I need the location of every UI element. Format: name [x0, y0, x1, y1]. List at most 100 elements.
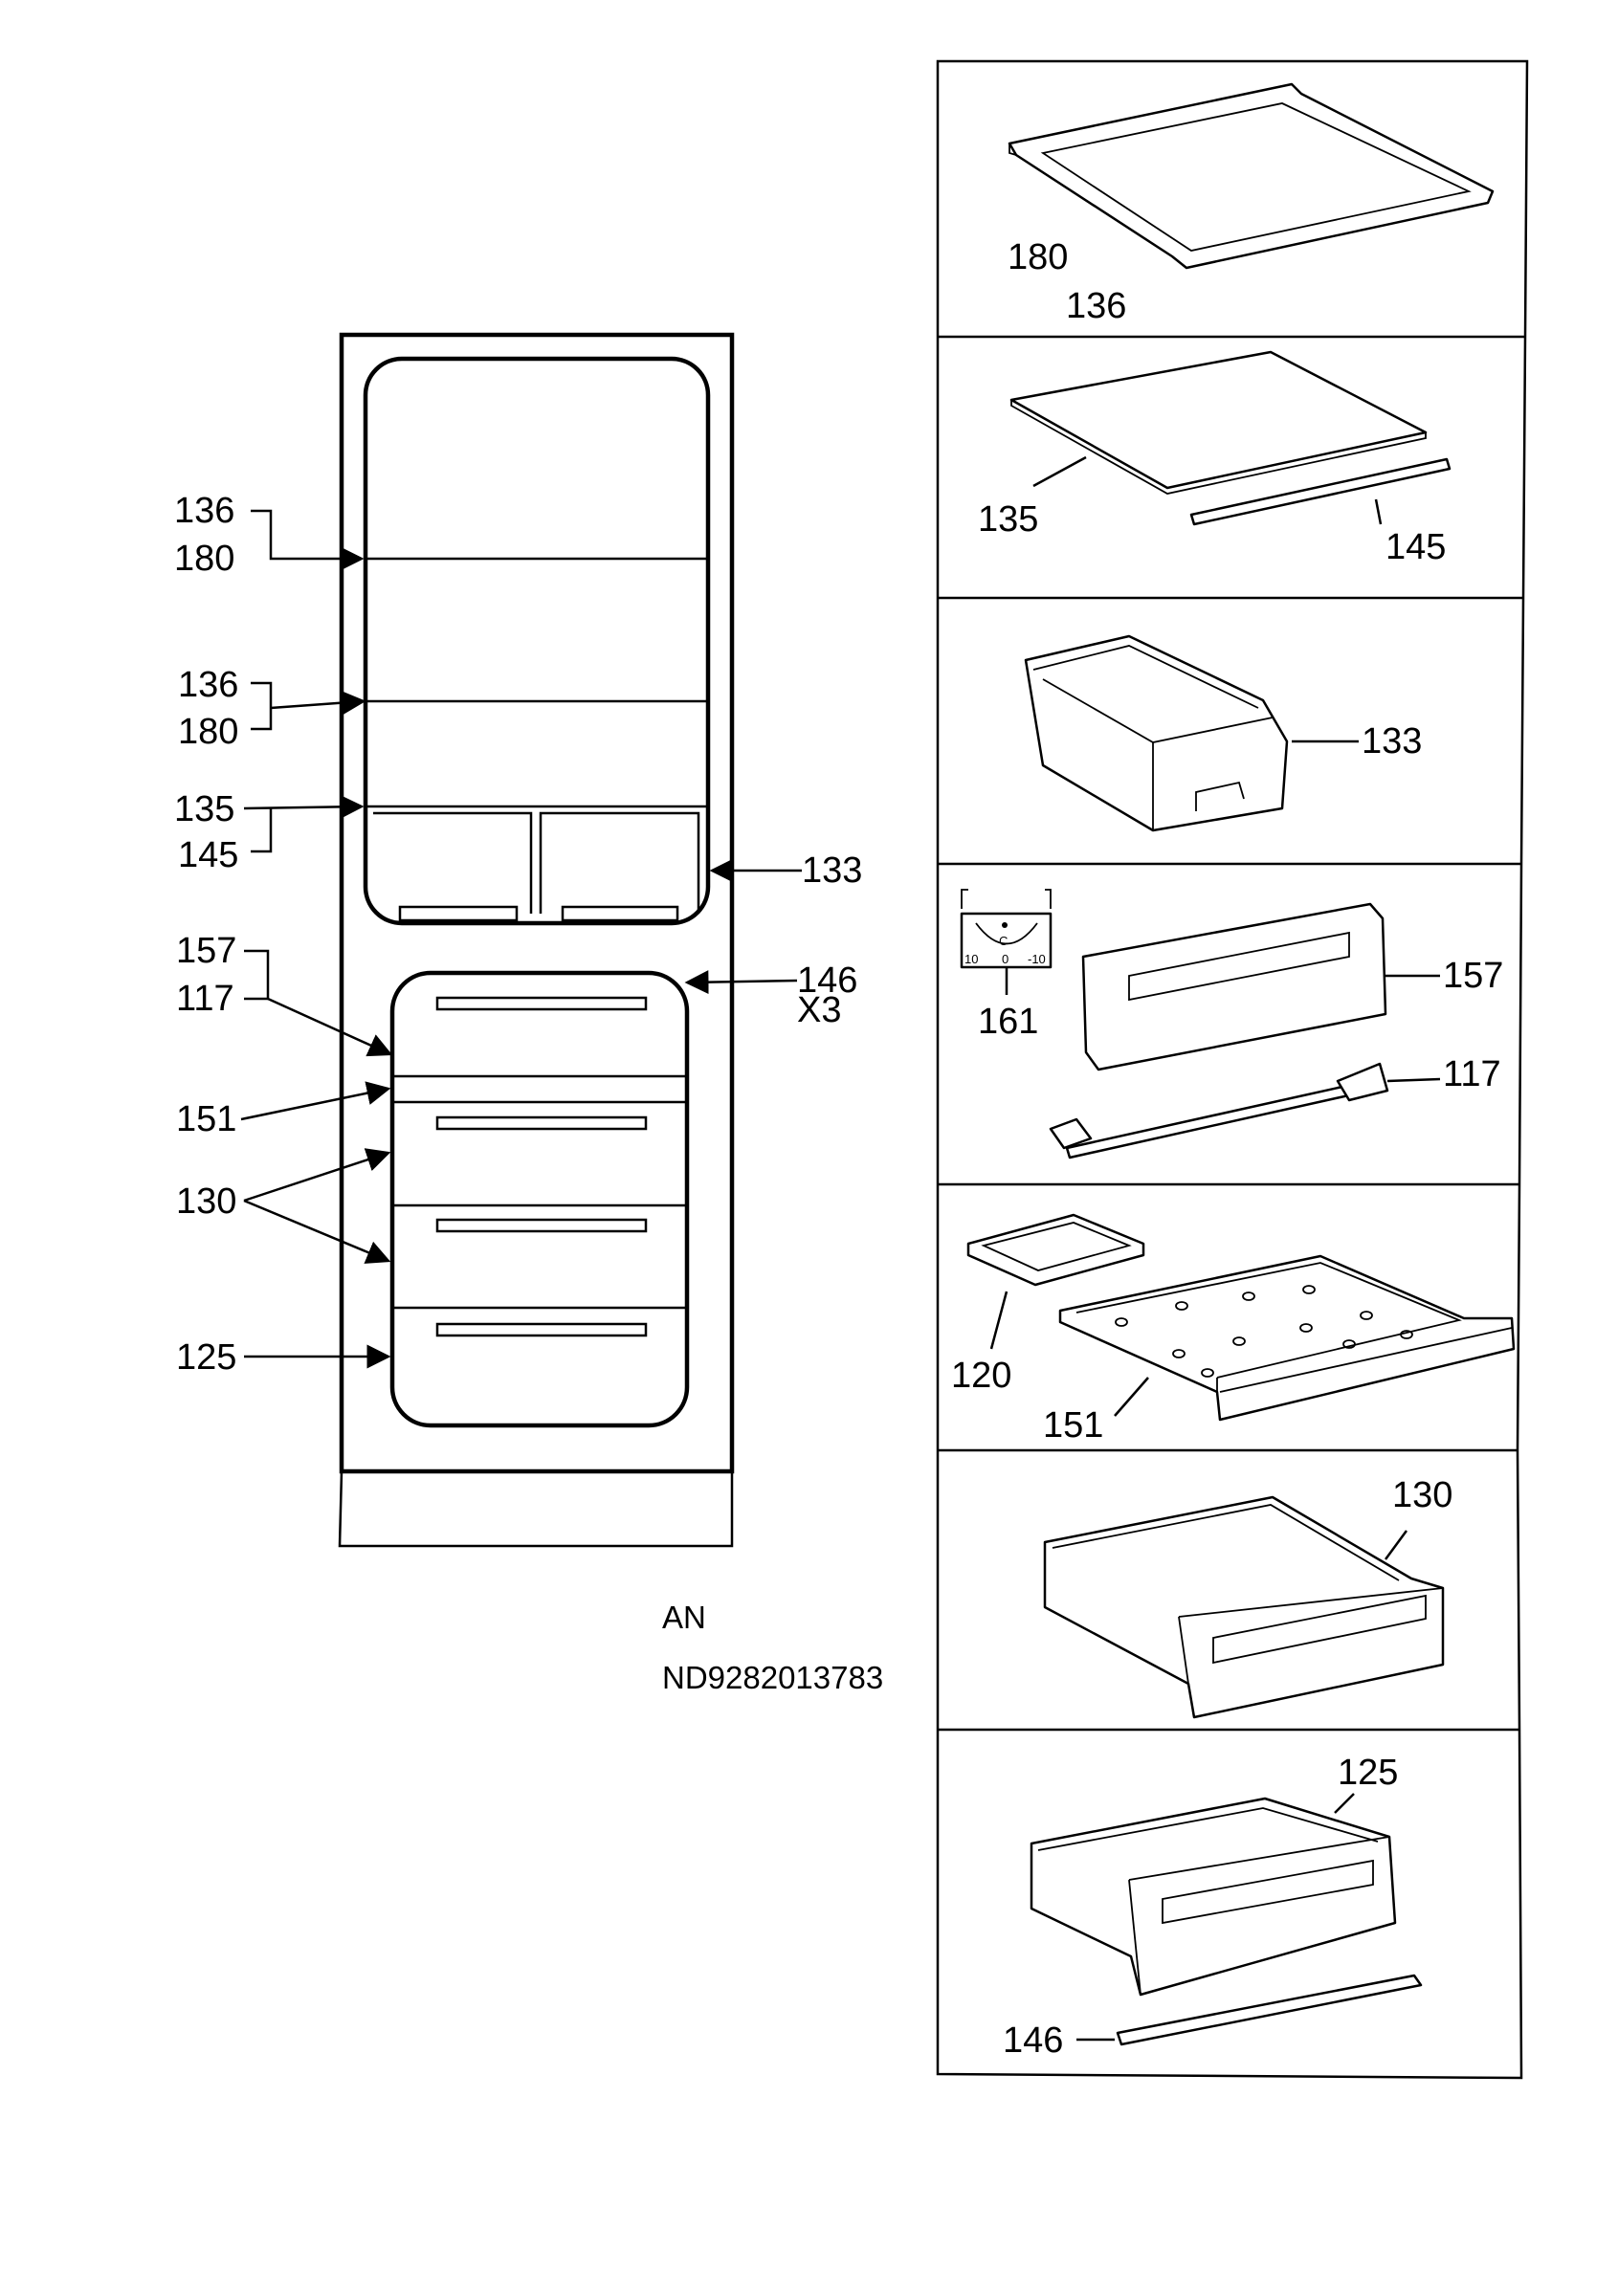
- variant-code: AN: [662, 1600, 706, 1635]
- tray-peg: [1299, 1323, 1313, 1333]
- ice-tray-cells: [981, 1222, 1132, 1271]
- leader-125: [1334, 1793, 1355, 1814]
- label-151: 151: [1043, 1405, 1103, 1446]
- crisper-notch: [1195, 781, 1245, 811]
- label-130: 130: [176, 1181, 236, 1222]
- leader-151: [1114, 1377, 1149, 1417]
- panel-drawer-125: 125 146: [1003, 1753, 1423, 2061]
- drawer-125-part: [1030, 1797, 1397, 1997]
- ice-tray-part: [966, 1213, 1145, 1287]
- drawer-125-handle: [1162, 1859, 1374, 1925]
- label-136: 136: [174, 491, 234, 531]
- fridge-overview: 136 180 136 180 135 145 133 157 117 146 …: [174, 332, 862, 1548]
- crisper-rim: [1032, 645, 1259, 709]
- dial-label-c: C: [999, 934, 1008, 948]
- glass-shelf-edge: [1010, 400, 1427, 495]
- dial-label-minus10: -10: [1028, 952, 1046, 966]
- crisper-handle-left: [398, 905, 519, 922]
- panel-drawer-130: 130: [1043, 1475, 1452, 1719]
- bracket-145: [251, 808, 273, 853]
- freezer-handle-2: [435, 1115, 648, 1131]
- crisper-drawers: [373, 811, 700, 914]
- shelf-frame-part: [1008, 82, 1495, 270]
- tray-peg: [1115, 1317, 1128, 1327]
- drawer-130-front-top: [1178, 1587, 1444, 1618]
- label-130: 130: [1392, 1475, 1452, 1515]
- tray-front-lip: [1216, 1327, 1513, 1393]
- fridge-compartment: [363, 356, 711, 926]
- freezer-handle-4: [435, 1322, 648, 1337]
- leader-130-b: [243, 1199, 391, 1264]
- label-180: 180: [174, 539, 234, 579]
- flap-handle-recess: [1128, 931, 1350, 1002]
- label-145: 145: [1385, 527, 1446, 567]
- dial-arc: [975, 922, 1038, 945]
- label-145: 145: [178, 835, 238, 875]
- shelf-trim-part: [1189, 457, 1452, 526]
- bracket-left: [961, 889, 968, 909]
- tray-part: [1058, 1254, 1516, 1422]
- label-180: 180: [178, 712, 238, 752]
- tray-peg: [1360, 1311, 1373, 1320]
- label-136: 136: [178, 665, 238, 705]
- shelf-glass-inner: [1040, 102, 1472, 252]
- leader-136-180-a: [251, 509, 365, 571]
- tray-peg: [1232, 1336, 1246, 1346]
- freezer-handle-1: [435, 996, 648, 1011]
- shelf-frame-edge: [1008, 144, 1017, 156]
- leader-117: [1386, 1077, 1441, 1083]
- label-146: 146: [1003, 2020, 1063, 2061]
- leader-135: [1032, 455, 1087, 488]
- parts-panels: 180 136 135 145 133: [936, 59, 1529, 2080]
- label-135: 135: [978, 499, 1038, 540]
- leader-136-180-b: [270, 691, 366, 716]
- thermostat-dial: [960, 912, 1053, 969]
- label-120: 120: [951, 1356, 1011, 1396]
- label-117: 117: [1443, 1054, 1501, 1094]
- drawer-125-front: [1128, 1836, 1390, 1996]
- dial-label-10: 10: [964, 952, 978, 966]
- label-133: 133: [1362, 721, 1422, 762]
- dial-label-0: 0: [1002, 952, 1008, 966]
- label-125: 125: [1338, 1753, 1398, 1793]
- leader-130-a: [243, 1148, 391, 1203]
- leader-151: [240, 1081, 391, 1121]
- label-157: 157: [176, 931, 236, 971]
- freezer-flap-part: [1081, 902, 1387, 1071]
- hinge-right: [1336, 1062, 1389, 1102]
- label-117: 117: [176, 979, 234, 1019]
- panel-crisper: 133: [1024, 634, 1422, 832]
- drawer-130-handle: [1212, 1594, 1427, 1665]
- cabinet-outline: [339, 332, 735, 1474]
- drawer-trim-part: [1116, 1974, 1423, 2046]
- bracket-157-117: [244, 949, 270, 1001]
- tray-peg: [1201, 1368, 1214, 1378]
- leader-146: [684, 970, 798, 995]
- bracket-136-180-b: [251, 681, 273, 731]
- tray-peg: [1400, 1330, 1413, 1339]
- panel-ice-tray: 120 151: [951, 1213, 1516, 1446]
- leader-135: [243, 794, 365, 819]
- crisper-part: [1024, 634, 1289, 832]
- label-180: 180: [1008, 237, 1068, 277]
- label-146: 146: [797, 960, 857, 1001]
- cabinet-base: [338, 1470, 734, 1548]
- drawer-125-rim: [1037, 1807, 1379, 1851]
- part-number: ND9282013783: [662, 1660, 883, 1695]
- freezer-handle-3: [435, 1218, 648, 1233]
- label-135: 135: [174, 789, 234, 829]
- drawer-130-rim: [1052, 1504, 1400, 1581]
- freezer-compartment: [389, 970, 690, 1428]
- leader-130: [1384, 1530, 1408, 1560]
- label-125: 125: [176, 1337, 236, 1378]
- bracket-right: [1045, 889, 1052, 909]
- drawer-130-front-side: [1178, 1616, 1195, 1718]
- dial-dot: [1002, 922, 1008, 928]
- hinge-rod-part: [1065, 1079, 1372, 1159]
- label-x3: X3: [797, 990, 841, 1030]
- panel-glass-shelf: 135 145: [978, 350, 1452, 567]
- tray-peg: [1342, 1339, 1356, 1349]
- leader-157-117: [267, 997, 393, 1057]
- leader-120: [989, 1291, 1008, 1350]
